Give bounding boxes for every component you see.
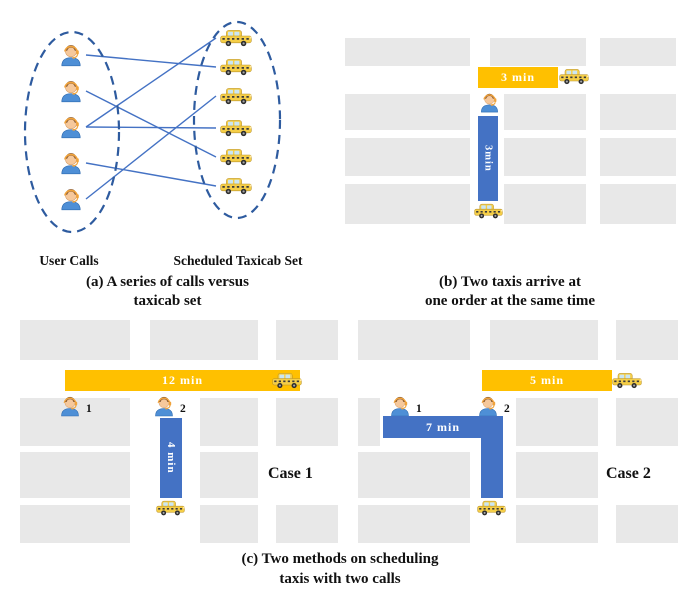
city-block <box>20 452 130 498</box>
case2-taxi2-route-bar: 7 min <box>383 416 503 438</box>
user-icon <box>60 152 82 175</box>
user-icon <box>478 91 501 114</box>
taxi-icon <box>220 148 252 166</box>
panel-c-caption-line1: (c) Two methods on scheduling <box>241 551 439 567</box>
city-block <box>200 452 258 498</box>
user-icon <box>152 394 176 418</box>
panel-a: User Calls Scheduled Taxicab Set (a) A s… <box>0 10 340 310</box>
user-icon <box>60 44 82 67</box>
city-block <box>276 398 338 446</box>
panel-c-case1: 12 min 1 2 4 min Case 1 <box>10 315 340 545</box>
taxi-icon <box>477 500 506 516</box>
taxi-icon <box>220 87 252 105</box>
panel-a-caption-line1: (a) A series of calls versus <box>86 274 249 290</box>
city-block <box>20 398 130 446</box>
panel-c-case2: 5 min 1 2 7 min Case 2 <box>350 315 680 545</box>
city-block <box>345 94 470 130</box>
panel-b: 3 min 3min (b) Two taxis arrive at one o… <box>340 10 680 310</box>
taxicab-set-ellipse <box>192 20 282 220</box>
city-block <box>516 398 598 446</box>
city-block <box>345 184 470 224</box>
taxi2-route-bar: 3min <box>478 116 498 201</box>
city-block <box>600 138 676 176</box>
panel-c-caption-line2: taxis with two calls <box>279 571 401 587</box>
case2-taxi1-route-bar: 5 min <box>482 370 612 391</box>
city-block <box>616 398 678 446</box>
city-block <box>504 138 586 176</box>
user-icon <box>58 394 82 418</box>
case1-taxi1-route-bar: 12 min <box>65 370 300 391</box>
city-block <box>600 94 676 130</box>
city-block <box>276 505 338 543</box>
user-icon <box>388 394 412 418</box>
panel-a-graphic <box>23 20 282 234</box>
taxi-icon <box>220 29 252 47</box>
city-block <box>20 320 130 360</box>
city-block <box>504 184 586 224</box>
case1-user1-number: 1 <box>86 403 92 415</box>
taxi-icon <box>220 177 252 195</box>
city-block <box>504 94 586 130</box>
city-block <box>20 505 130 543</box>
taxi-icon <box>559 68 589 85</box>
city-block <box>490 320 598 360</box>
city-block <box>358 452 470 498</box>
city-block <box>150 320 258 360</box>
case1-user2-number: 2 <box>180 403 186 415</box>
city-block <box>345 38 470 66</box>
user-icon <box>60 188 82 211</box>
taxicab-set-label: Scheduled Taxicab Set <box>173 253 303 268</box>
city-block <box>600 184 676 224</box>
taxi-icon <box>474 203 503 219</box>
case1-label: Case 1 <box>268 465 313 482</box>
user-icon <box>60 80 82 103</box>
taxi-icon <box>272 372 302 389</box>
user-icon <box>60 116 82 139</box>
city-block <box>200 505 258 543</box>
user-icon <box>476 394 500 418</box>
case2-user2-number: 2 <box>504 403 510 415</box>
city-block <box>616 505 678 543</box>
taxi-icon <box>220 58 252 76</box>
city-block <box>345 138 470 176</box>
city-block <box>358 320 470 360</box>
taxi-icon <box>220 119 252 137</box>
city-block <box>358 398 380 446</box>
city-block <box>276 320 338 360</box>
assignment-lines <box>85 37 217 200</box>
taxi1-route-bar: 3 min <box>478 67 558 88</box>
city-block <box>200 398 258 446</box>
panel-b-caption-line2: one order at the same time <box>424 293 596 309</box>
panel-a-caption-line2: taxicab set <box>133 293 202 309</box>
case2-user1-number: 1 <box>416 403 422 415</box>
panel-b-caption-line1: (b) Two taxis arrive at <box>439 274 581 290</box>
user-calls-label: User Calls <box>39 253 99 268</box>
case2-taxi2-route-segment <box>481 438 503 498</box>
taxi-icon <box>612 372 642 389</box>
city-block <box>358 505 470 543</box>
city-block <box>516 452 598 498</box>
case2-label: Case 2 <box>606 465 651 482</box>
city-block <box>600 38 676 66</box>
user-calls-ellipse <box>23 30 121 234</box>
city-block <box>616 320 678 360</box>
city-block <box>516 505 598 543</box>
taxi-icon <box>156 500 185 516</box>
case1-taxi2-route-bar: 4 min <box>160 418 182 498</box>
city-block <box>490 38 586 66</box>
